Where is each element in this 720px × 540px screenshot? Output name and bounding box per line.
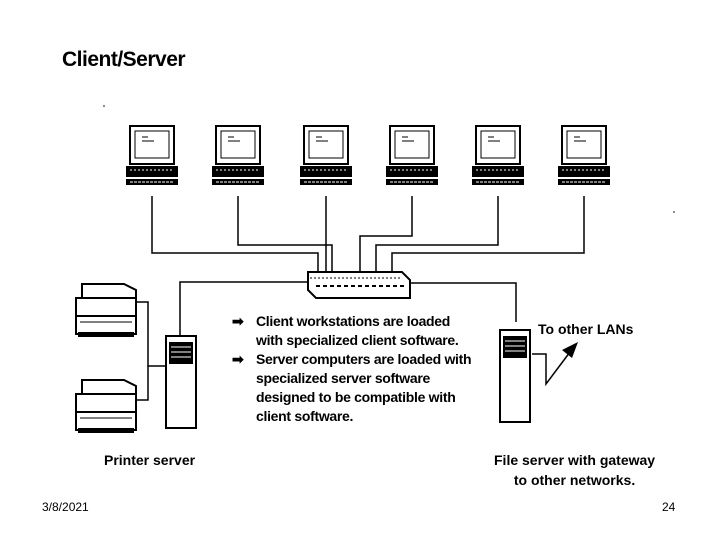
lan-label: To other LANs: [538, 321, 634, 337]
bullet-text: specialized server software: [256, 370, 430, 386]
bullet-list: ➡ Client workstations are loaded with sp…: [232, 312, 472, 426]
bullet-text: designed to be compatible with: [256, 389, 456, 405]
computer-icon: [125, 125, 179, 186]
printer-icon: [75, 283, 137, 338]
bullet-item: client software.: [232, 407, 471, 426]
server-tower-icon: [165, 335, 197, 429]
bullet-text: Server computers are loaded with: [256, 351, 472, 367]
computer-icon: [557, 125, 611, 186]
computer-icon: [299, 125, 353, 186]
file-server-label-line-2: to other networks.: [513, 472, 636, 488]
bullet-item: ➡ Server computers are loaded with: [232, 350, 472, 369]
bullet-item: with specialized client software.: [232, 331, 471, 350]
right-arrow-icon: ➡: [232, 313, 244, 329]
printer-icon: [75, 379, 137, 434]
right-arrow-icon: ➡: [232, 351, 244, 367]
file-server-label-line-1: File server with gateway: [494, 452, 656, 468]
bullet-item: ➡ Client workstations are loaded: [232, 312, 471, 331]
bullet-item: specialized server software: [232, 369, 471, 388]
bullet-text: client software.: [256, 408, 354, 424]
file-server-label: File server with gateway to other networ…: [494, 450, 655, 490]
computer-icon: [471, 125, 525, 186]
slide-title: Client/Server: [62, 48, 186, 71]
bullet-text: Client workstations are loaded: [256, 313, 451, 329]
page-number: 24: [662, 500, 676, 514]
workstation-cables: [151, 196, 585, 272]
printer-server-label: Printer server: [104, 452, 196, 468]
gateway-arrow: [532, 342, 578, 387]
computer-icon: [211, 125, 265, 186]
network-hub-icon: [307, 271, 411, 299]
bullet-text: with specialized client software.: [256, 332, 459, 348]
computer-icon: [385, 125, 439, 186]
slide-date: 3/8/2021: [42, 500, 89, 514]
bullet-item: designed to be compatible with: [232, 388, 471, 407]
server-tower-icon: [499, 329, 531, 423]
